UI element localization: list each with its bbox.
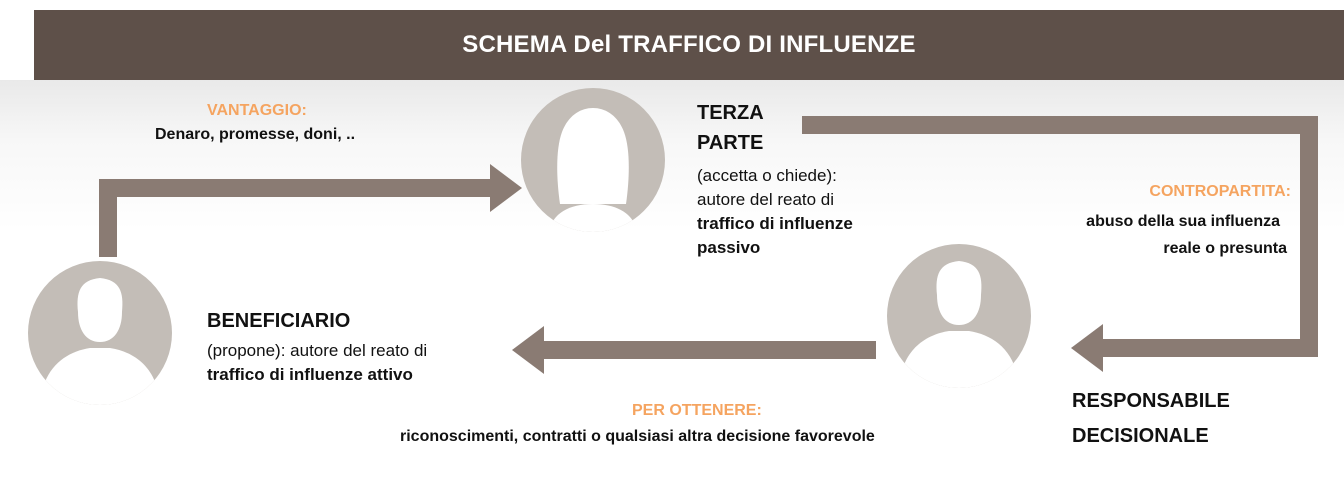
terza-parte-avatar-icon (521, 88, 665, 232)
contropartita-text-line2: reale o presunta (1163, 240, 1287, 257)
diagram-area: VANTAGGIO: Denaro, promesse, doni, .. TE… (0, 80, 1344, 492)
terza-parte-desc-line1: (accetta o chiede): (697, 166, 837, 185)
responsabile-title-line1: RESPONSABILE (1072, 390, 1230, 412)
arrow-beneficiario-to-terza (99, 164, 522, 257)
diagram-title: SCHEMA Del TRAFFICO DI INFLUENZE (462, 31, 916, 58)
beneficiario-avatar-icon (28, 261, 172, 405)
arrow-responsabile-to-beneficiario (512, 326, 876, 374)
diagram-graphics (28, 88, 1318, 405)
terza-parte-desc-line4: passivo (697, 238, 761, 257)
contropartita-text-line1: abuso della sua influenza (1086, 213, 1280, 230)
beneficiario-title: BENEFICIARIO (207, 310, 351, 332)
diagram-header: SCHEMA Del TRAFFICO DI INFLUENZE (34, 10, 1344, 80)
vantaggio-text: Denaro, promesse, doni, .. (155, 126, 356, 143)
terza-parte-title-line2: PARTE (697, 132, 764, 154)
vantaggio-label: VANTAGGIO: (207, 102, 307, 119)
arrow-terza-to-responsabile (802, 116, 1318, 372)
terza-parte-title-line1: TERZA (697, 102, 764, 124)
responsabile-title-line2: DECISIONALE (1072, 425, 1209, 447)
beneficiario-desc-line1: (propone): autore del reato di (207, 341, 428, 360)
per-ottenere-text: riconoscimenti, contratti o qualsiasi al… (400, 428, 875, 445)
terza-parte-desc-line3: traffico di influenze (697, 214, 853, 233)
beneficiario-desc-line2: traffico di influenze attivo (207, 365, 413, 384)
per-ottenere-label: PER OTTENERE: (632, 402, 762, 419)
responsabile-avatar-icon (887, 244, 1031, 388)
terza-parte-desc-line2: autore del reato di (697, 190, 835, 209)
contropartita-label: CONTROPARTITA: (1149, 183, 1291, 200)
